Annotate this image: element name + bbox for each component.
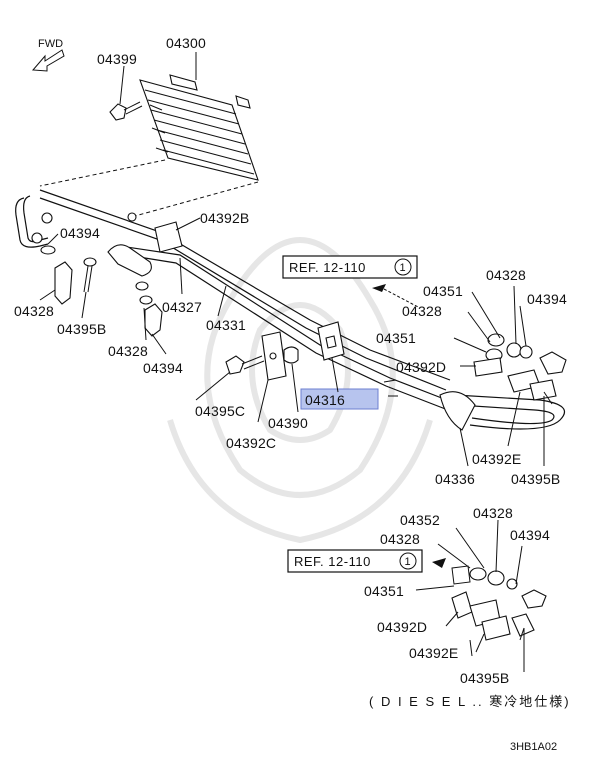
ref-circle-number-lower: 1 — [405, 556, 411, 568]
part-label-04328-a: 04328 — [14, 303, 54, 319]
oil-cooler — [139, 74, 259, 181]
fwd-arrow-icon — [31, 49, 65, 72]
part-label-04390: 04390 — [268, 415, 308, 431]
fwd-indicator: FWD — [31, 38, 65, 72]
part-label-04394-b: 04394 — [143, 360, 183, 376]
leader-lines — [39, 52, 545, 672]
part-label-04316: 04316 — [305, 392, 345, 408]
part-label-04392e-b: 04392E — [409, 645, 458, 661]
part-label-04352: 04352 — [400, 512, 440, 528]
arrow-icon — [372, 284, 386, 292]
part-label-04392b: 04392B — [200, 210, 249, 226]
part-label-04300: 04300 — [166, 35, 206, 51]
part-label-04351-b: 04351 — [376, 330, 416, 346]
part-label-04328-b: 04328 — [108, 343, 148, 359]
part-label-04395b-a: 04395B — [57, 321, 106, 337]
ref-circle-number-upper: 1 — [400, 262, 406, 274]
ref-box-upper: REF. 12-110 1 — [282, 255, 421, 309]
part-label-04331: 04331 — [206, 317, 246, 333]
diesel-bracket-assembly — [451, 565, 547, 657]
part-label-04392d-a: 04392D — [396, 359, 446, 375]
part-label-04399: 04399 — [97, 51, 137, 67]
part-label-04336: 04336 — [435, 471, 475, 487]
part-label-04328-d: 04328 — [486, 267, 526, 283]
diagram-code: 3HB1A02 — [510, 741, 557, 753]
part-label-04394-c: 04394 — [527, 291, 567, 307]
part-label-04351-a: 04351 — [423, 283, 463, 299]
part-label-04392d-b: 04392D — [377, 619, 427, 635]
oil-cooler-pipes — [15, 189, 565, 431]
part-label-04327: 04327 — [162, 299, 202, 315]
part-label-04395c: 04395C — [195, 403, 245, 419]
ref-box-lower: REF. 12-110 1 — [287, 549, 446, 573]
part-label-04351-c: 04351 — [364, 583, 404, 599]
left-hardware — [40, 245, 163, 337]
part-labels: 04300 04399 04392B 04394 04328 04395B 04… — [14, 35, 567, 686]
bolt-04399 — [109, 101, 143, 121]
watermark-emblem — [167, 237, 433, 544]
ref-label-lower: REF. 12-110 — [294, 554, 371, 569]
clamp-04392c — [261, 331, 287, 381]
clamp-04392b — [154, 221, 183, 253]
grommet-04390 — [283, 346, 299, 364]
diesel-note: ( D I E S E L .. 寒冷地仕様) — [369, 694, 571, 709]
upper-right-bracket — [383, 333, 567, 405]
part-label-04328-f: 04328 — [380, 531, 420, 547]
highlight-04316 — [300, 388, 379, 410]
fwd-label: FWD — [38, 38, 63, 50]
clamp-04316 — [317, 321, 345, 361]
part-label-04394-a: 04394 — [60, 225, 100, 241]
part-label-04328-e: 04328 — [473, 505, 513, 521]
bolt-04395c — [225, 355, 265, 375]
ref-label-upper: REF. 12-110 — [289, 260, 366, 275]
part-label-04394-d: 04394 — [510, 527, 550, 543]
part-label-04392c: 04392C — [226, 435, 276, 451]
part-label-04395b-c: 04395B — [460, 670, 509, 686]
arrow-icon — [432, 558, 446, 568]
part-label-04395b-b: 04395B — [511, 471, 560, 487]
part-label-04392e-a: 04392E — [472, 451, 521, 467]
part-label-04328-c: 04328 — [402, 303, 442, 319]
